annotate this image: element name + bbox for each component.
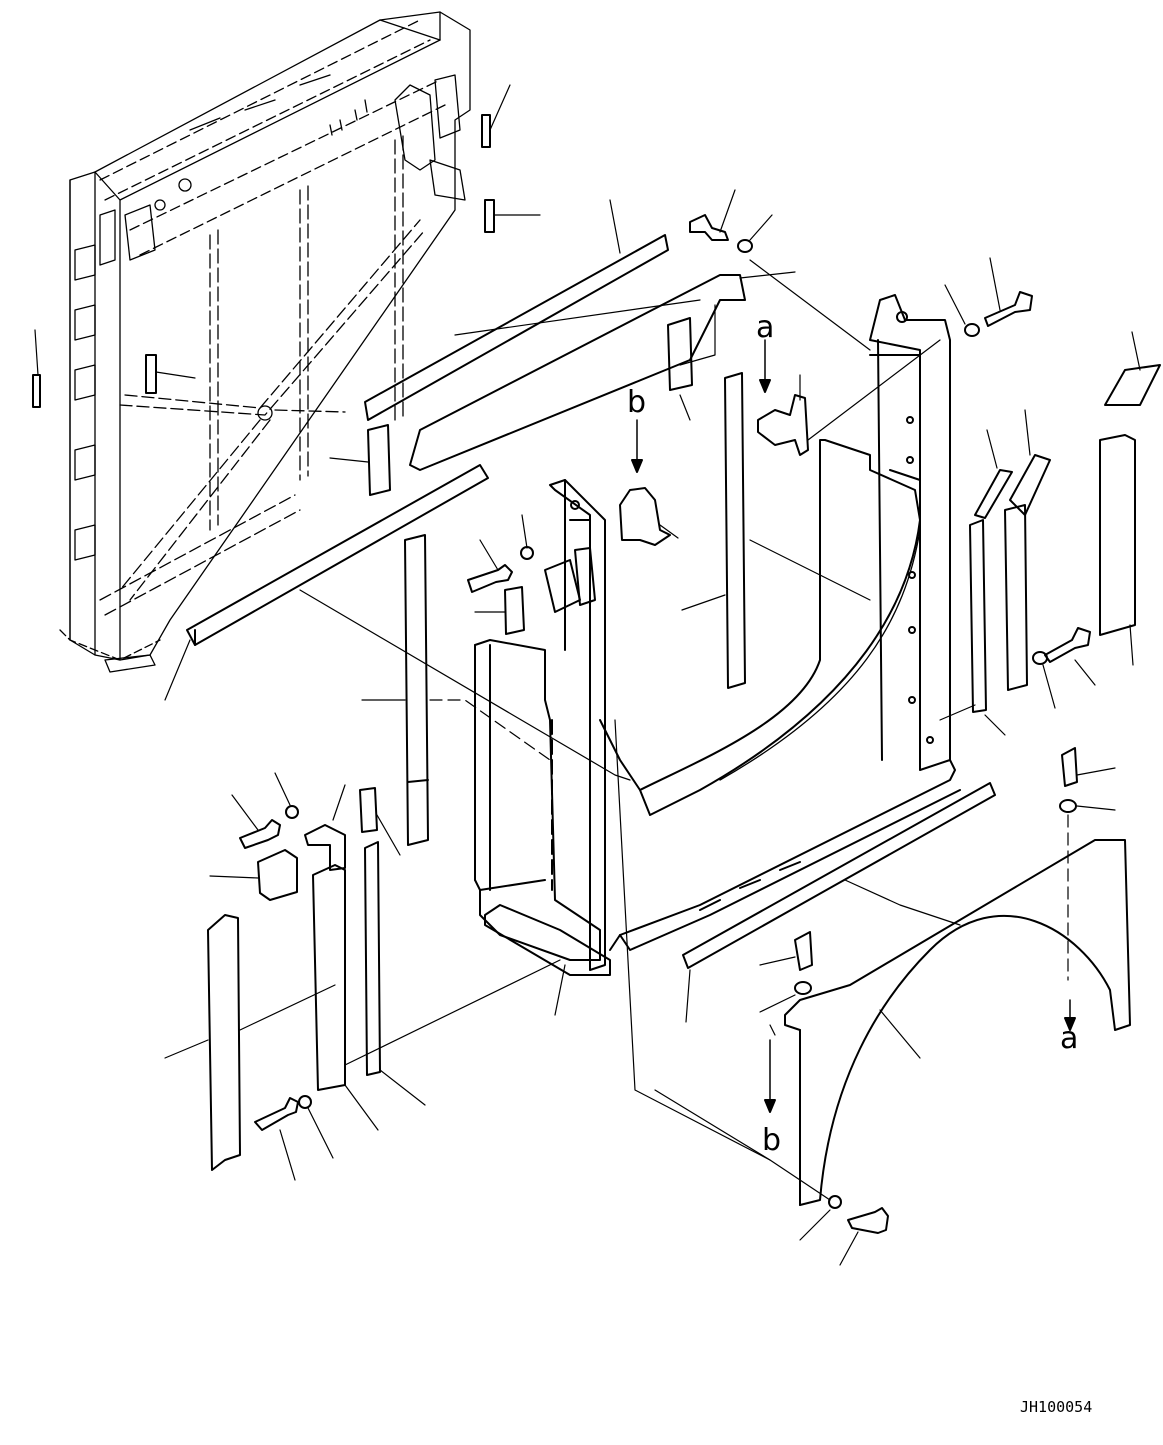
bolt-top-2 [984, 291, 1033, 327]
pad-upper-right [484, 199, 495, 233]
upper-seal-bar [364, 234, 669, 421]
reference-mark-b-bottom: b [762, 1123, 781, 1158]
washer-top-2 [964, 323, 980, 337]
small-bar-bottom-left [359, 787, 378, 833]
bracket-a: a [756, 310, 809, 456]
washer-top-1 [737, 239, 753, 253]
vertical-bar-center [724, 372, 746, 689]
rubber-block-bottom-left [257, 849, 298, 901]
washer-bottom-left-1 [285, 805, 299, 819]
narrow-bar-right [969, 519, 987, 713]
pad-top [481, 114, 491, 148]
radiator-core-assembly [59, 11, 471, 673]
reference-mark-a-top: a [756, 310, 774, 345]
bolt-vertical-2 [1061, 747, 1078, 787]
vertical-bar-left [404, 534, 429, 846]
washer-vertical-2 [1059, 799, 1077, 813]
figure-code: JH100054 [1020, 1398, 1092, 1416]
upper-baffle [409, 274, 746, 471]
bracket-b [619, 487, 671, 546]
right-seal-strips [969, 331, 1161, 736]
narrow-bar-left [364, 841, 381, 1076]
hardware-top [689, 189, 1033, 337]
vertical-seal-bars [361, 372, 746, 846]
washer-center [520, 546, 534, 560]
bottom-left-group [164, 772, 426, 1181]
side-plate-left [312, 864, 346, 1091]
seal-strip-top-right [1104, 364, 1161, 406]
center-pad-block [667, 317, 693, 391]
washer-vertical-1 [794, 981, 812, 995]
bolt-center [467, 564, 513, 593]
seal-strip-small [974, 469, 1013, 519]
left-seal-rod [186, 464, 489, 646]
reference-mark-a-bottom: a [1060, 1021, 1078, 1056]
bottom-right-group: a b [682, 747, 1131, 1266]
main-shroud-frame [599, 294, 961, 951]
seal-strip-angled [1009, 454, 1051, 516]
bolt-right [1044, 627, 1091, 663]
washer-right [1032, 651, 1048, 665]
bolt-vertical-1 [794, 931, 813, 971]
reference-mark-b-top: b [627, 385, 646, 420]
side-cover-right [1099, 434, 1136, 636]
pad-far-left [32, 374, 41, 408]
small-bracket-bottom-left [304, 824, 346, 871]
pads-and-seals [32, 84, 541, 408]
side-cover-left [207, 914, 241, 1171]
bolt-bottom-left-2 [254, 1097, 299, 1131]
right-lower-shroud [784, 839, 1131, 1206]
bolt-bottom-left-1 [239, 819, 281, 849]
rubber-block-center [504, 586, 525, 635]
side-plate-right [1004, 504, 1028, 691]
top-seal-bars [164, 199, 796, 701]
left-pad-block [367, 424, 391, 496]
pad-mid-left [145, 354, 157, 394]
washer-bottom-left-2 [298, 1095, 312, 1109]
center-post-and-panel: b [467, 385, 679, 1016]
washer-bottom-right [828, 1195, 842, 1209]
bolt-bottom-right [847, 1207, 889, 1234]
lower-seal-bar [682, 782, 996, 969]
assembly-lines [239, 259, 1069, 1201]
bolt-top-1 [689, 214, 729, 241]
